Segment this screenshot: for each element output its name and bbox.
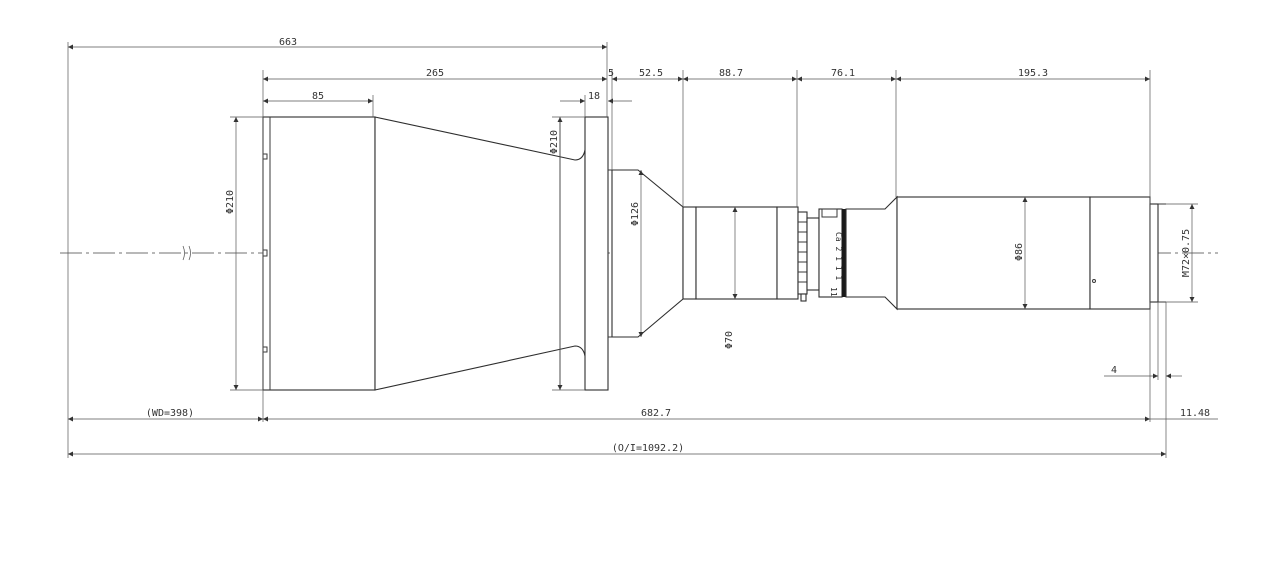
dim-88-7-label: 88.7: [719, 68, 743, 79]
dim-52-5-label: 52.5: [639, 68, 663, 79]
dia-86-label: Φ86: [1014, 243, 1025, 261]
dim-195-3-label: 195.3: [1018, 68, 1048, 79]
wd-label: (WD=398): [146, 408, 194, 419]
mid-barrel: [695, 206, 778, 300]
dia-210-flange-label: Φ210: [549, 130, 560, 154]
extension-lines: [67, 42, 1198, 458]
black-ring: [842, 209, 846, 297]
thread-mount: [1149, 203, 1159, 303]
dim-18-label: 18: [588, 91, 600, 102]
dia-70-label: Φ70: [724, 331, 735, 349]
break-symbol: [182, 245, 191, 261]
dim-85-label: 85: [312, 91, 324, 102]
dim-663-label: 663: [279, 37, 297, 48]
dim-682-7-label: 682.7: [641, 408, 671, 419]
dimension-lines: [68, 44, 1218, 457]
thread-label: M72×0.75: [1181, 229, 1192, 277]
front-barrel: [262, 116, 376, 391]
taper-section: [374, 116, 586, 391]
dia-126-label: Φ126: [630, 202, 641, 226]
ring-engraving: 11: [829, 287, 838, 297]
dia-210-front-label: Φ210: [225, 190, 236, 214]
mount-flange: [584, 116, 609, 391]
dim-5-label: 5: [608, 68, 614, 79]
lens-engraving: Ca 2 1 1 1: [834, 232, 843, 280]
engravings: Ca 2 1 1 1 11: [829, 232, 843, 297]
neck-cone: [611, 169, 684, 338]
oi-label: (O/I=1092.2): [612, 443, 684, 454]
dim-4-label: 4: [1111, 365, 1117, 376]
focus-rings: [797, 208, 846, 302]
dimension-labels: 663 265 85 18 5 52.5 88.7 76.1 195.3 Φ21…: [146, 37, 1210, 454]
rear-barrel: [896, 196, 1091, 310]
dim-265-label: 265: [426, 68, 444, 79]
dim-76-1-label: 76.1: [831, 68, 855, 79]
dim-11-48-label: 11.48: [1180, 408, 1210, 419]
lens-body: [262, 116, 1166, 391]
